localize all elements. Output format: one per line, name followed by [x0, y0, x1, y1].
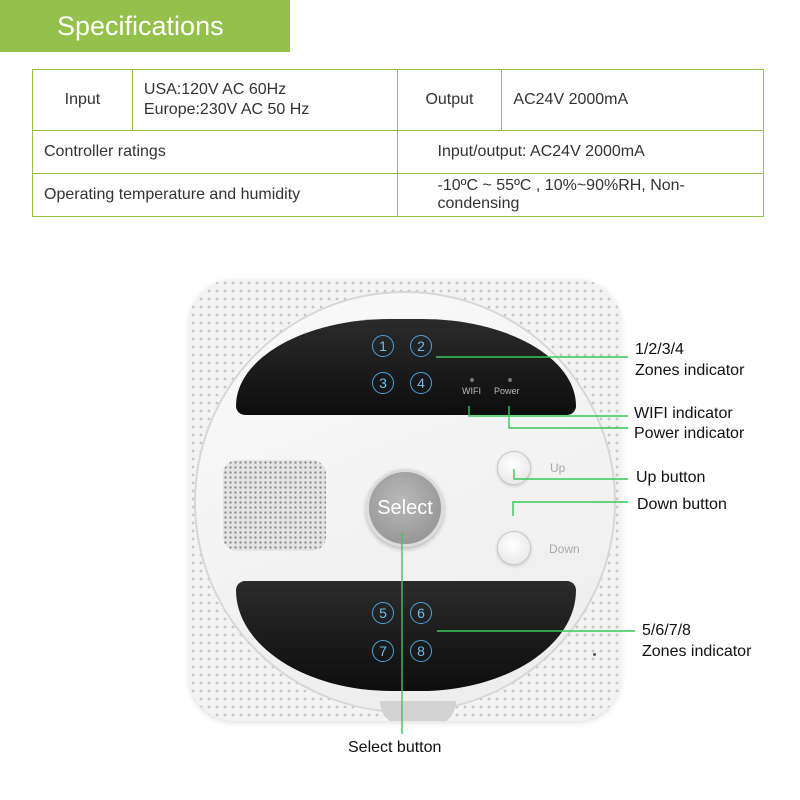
device-face: 1 2 3 4 WIFI Power Select Up Down 5 6 7 … [194, 291, 616, 721]
zone-1-indicator: 1 [372, 335, 394, 357]
specifications-table: Input USA:120V AC 60Hz Europe:230V AC 50… [32, 69, 765, 217]
callout-zones-top-number: 1/2/3/4 [635, 341, 684, 358]
callout-line-up [513, 469, 628, 480]
callout-select: Select button [348, 739, 442, 756]
zone-6-indicator: 6 [410, 602, 432, 624]
select-button[interactable]: Select [366, 469, 444, 547]
callout-up: Up button [636, 469, 706, 486]
power-label: Power [494, 386, 520, 396]
up-label: Up [550, 461, 566, 475]
callout-zones-bottom-text: Zones indicator [642, 643, 752, 660]
callout-power: Power indicator [634, 425, 745, 442]
callout-zones-top-text: Zones indicator [635, 362, 745, 379]
operating-conditions-label: Operating temperature and humidity [32, 173, 398, 217]
callout-wifi: WIFI indicator [634, 405, 733, 422]
indicator-dot [593, 653, 596, 656]
zone-4-indicator: 4 [410, 372, 432, 394]
table-row: Controller ratings Input/output: AC24V 2… [32, 130, 765, 174]
callout-line-power [508, 406, 628, 429]
down-label: Down [549, 542, 580, 556]
speaker-grille [223, 460, 326, 551]
table-row: Input USA:120V AC 60Hz Europe:230V AC 50… [32, 69, 764, 131]
down-button[interactable] [497, 531, 531, 565]
operating-conditions-value: -10ºC ~ 55ºC , 10%~90%RH, Non-condensing [396, 173, 765, 217]
callout-zones-bottom-number: 5/6/7/8 [642, 622, 691, 639]
zone-7-indicator: 7 [372, 640, 394, 662]
power-led [508, 378, 512, 382]
output-value-cell: AC24V 2000mA [501, 69, 764, 131]
header-title: Specifications [57, 10, 224, 41]
output-label-cell: Output [396, 69, 503, 131]
wifi-led [470, 378, 474, 382]
callout-line-down [512, 501, 628, 516]
zone-3-indicator: 3 [372, 372, 394, 394]
bottom-knob [380, 701, 456, 721]
callout-line-wifi [468, 406, 628, 417]
callout-zones-top: 1/2/3/4 Zones indicator [635, 339, 744, 381]
wifi-label: WIFI [462, 386, 481, 396]
zone-8-indicator: 8 [410, 640, 432, 662]
input-usa-value: USA:120V AC 60Hz [143, 81, 287, 98]
input-label-cell: Input [32, 69, 133, 131]
input-europe-value: Europe:230V AC 50 Hz [143, 101, 310, 118]
specifications-header: Specifications [0, 0, 290, 52]
controller-ratings-value: Input/output: AC24V 2000mA [396, 130, 765, 174]
callout-down: Down button [637, 496, 727, 513]
zone-2-indicator: 2 [410, 335, 432, 357]
callout-zones-bottom: 5/6/7/8 Zones indicator [642, 620, 751, 662]
controller-device: 1 2 3 4 WIFI Power Select Up Down 5 6 7 … [189, 279, 621, 721]
table-row: Operating temperature and humidity -10ºC… [32, 173, 765, 217]
zone-5-indicator: 5 [372, 602, 394, 624]
